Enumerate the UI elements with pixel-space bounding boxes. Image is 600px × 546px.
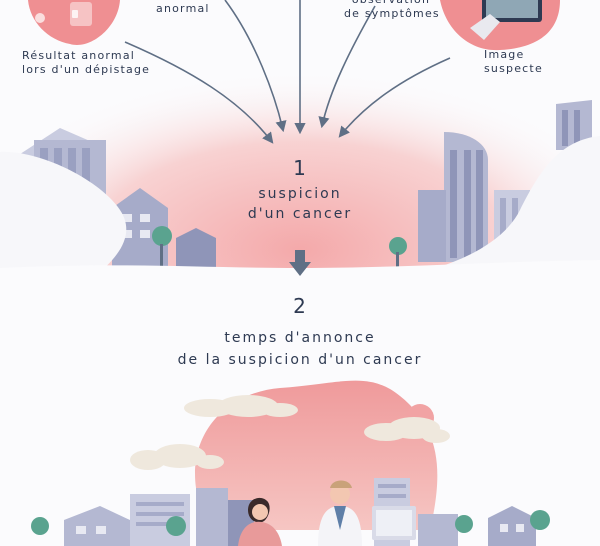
step1-number: 1 (293, 156, 307, 180)
label-observation-line1: observation (344, 0, 438, 7)
tablet-image-vignette (440, 0, 560, 51)
step2-number: 2 (293, 294, 307, 318)
label-depistage-line1: Résultat anormal (22, 49, 136, 62)
step1-title-line1: suspicion (258, 186, 342, 202)
label-resultat-anormal: Résultat anormal lors d'un dépistage (22, 49, 150, 77)
label-observation-symptomes: observation de symptômes (344, 0, 440, 21)
label-anormal: anormal (156, 2, 210, 15)
down-arrow (289, 250, 311, 276)
label-observation-line2: de symptômes (344, 7, 440, 20)
bottom-city (31, 478, 550, 546)
doctor-figure (318, 480, 416, 546)
convergence-arrows (124, 0, 451, 144)
test-tube-vignette (28, 0, 120, 45)
step1-title-line2: d'un cancer (247, 206, 353, 222)
patient-figure (238, 497, 282, 546)
clouds (130, 395, 450, 470)
step2-title-line2: de la suspicion d'un cancer (177, 352, 423, 368)
label-image-suspecte: Image suspecte (484, 48, 543, 76)
label-image-line2: suspecte (484, 62, 543, 75)
label-depistage-line2: lors d'un dépistage (22, 63, 151, 76)
label-image-line1: Image (484, 48, 525, 61)
step2-title-line1: temps d'annonce (224, 330, 376, 346)
